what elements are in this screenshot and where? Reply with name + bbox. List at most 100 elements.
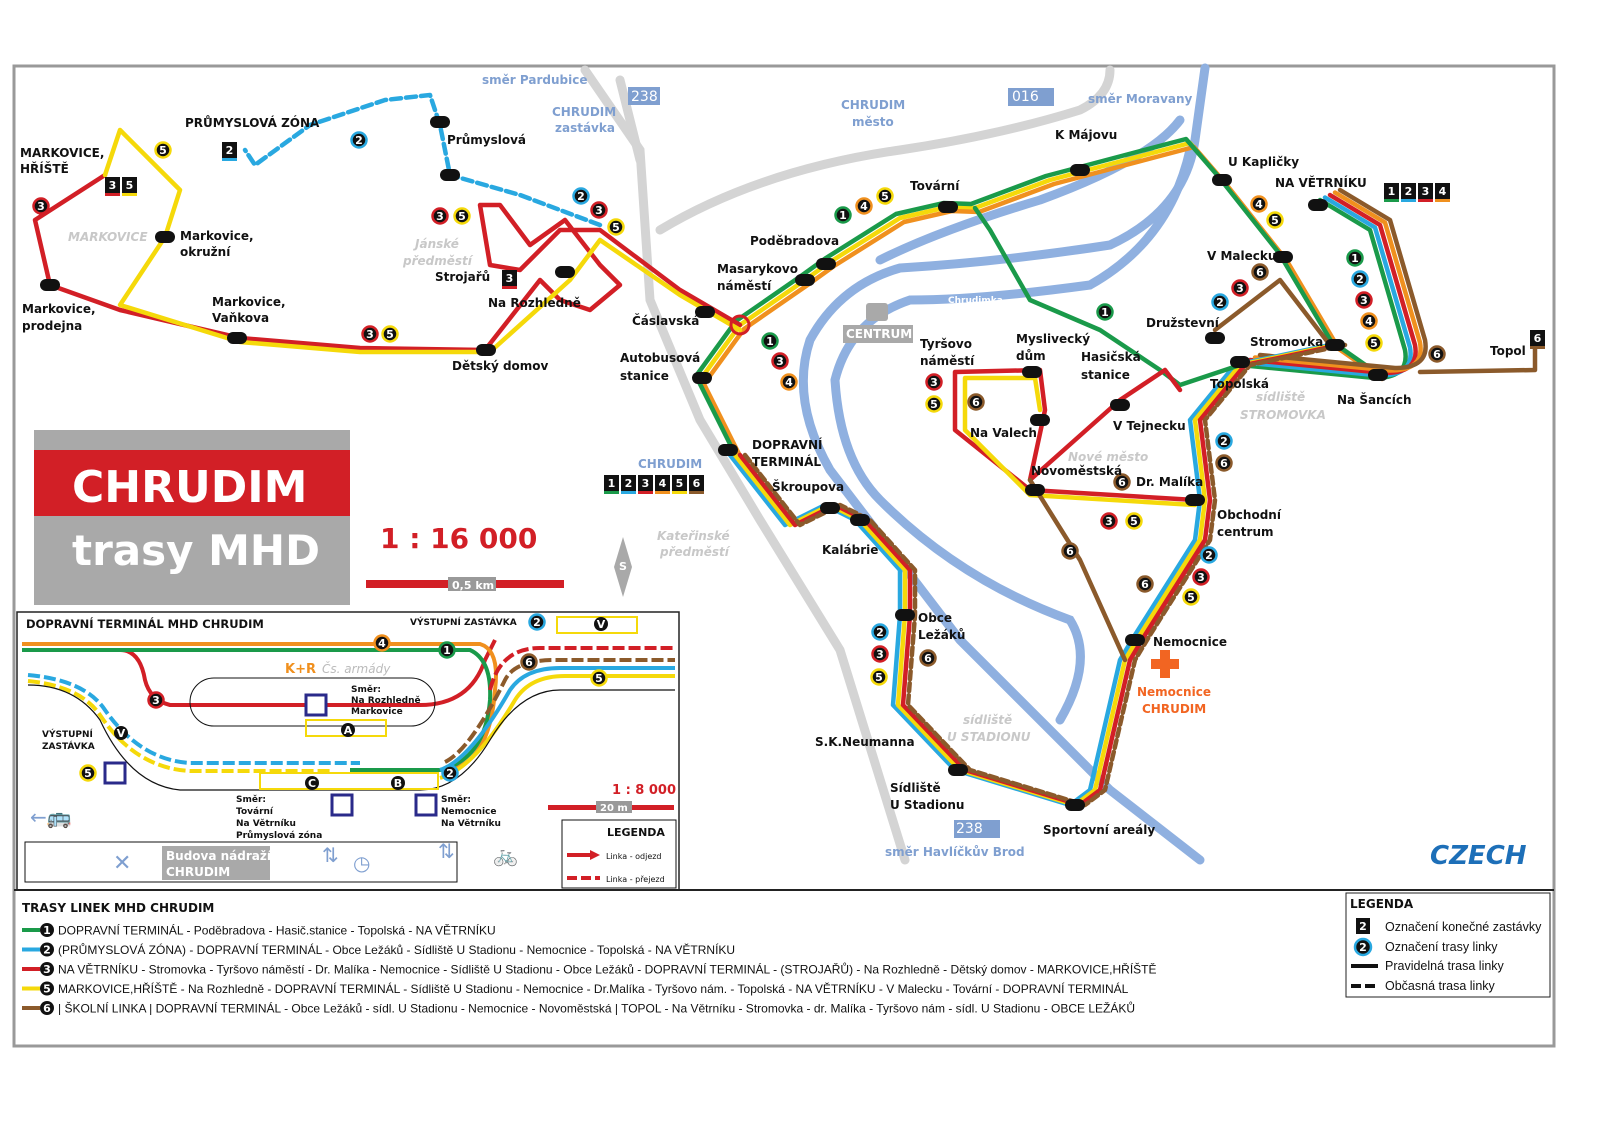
route-description: (PRŮMYSLOVÁ ZÓNA) - DOPRAVNÍ TERMINÁL - … — [58, 942, 735, 957]
map-label: DOPRAVNÍ — [752, 437, 823, 452]
route-badge-6 — [967, 393, 985, 411]
map-label: CHRUDIM — [552, 105, 616, 119]
svg-text:2: 2 — [43, 944, 51, 957]
route-badge-3 — [1231, 279, 1249, 297]
bus-stop-marker — [430, 116, 450, 128]
route-number-badge — [40, 923, 54, 937]
map-label: Myslivecký — [1016, 332, 1090, 346]
map-label: 238 — [631, 89, 658, 105]
bus-stop-marker — [1030, 414, 1050, 426]
svg-text:5: 5 — [126, 179, 134, 192]
bus-stop-marker — [718, 444, 738, 456]
svg-text:5: 5 — [676, 477, 684, 490]
map-label: MARKOVICE — [68, 230, 148, 244]
road-number-box — [1008, 88, 1054, 106]
route-badge-5 — [1125, 512, 1143, 530]
route-badge-4 — [1250, 195, 1268, 213]
bus-stop-marker — [1325, 339, 1345, 351]
title-red-band — [34, 450, 350, 516]
route-badge-2 — [528, 613, 546, 631]
map-label: Družstevní — [1146, 316, 1220, 330]
bus-stop-marker — [227, 332, 247, 344]
map-label: Kalábrie — [822, 543, 878, 557]
route-badge-number: 2 — [876, 626, 884, 639]
route-description: | ŠKOLNÍ LINKA | DOPRAVNÍ TERMINÁL - Obc… — [58, 1001, 1135, 1016]
route-badge-number: 6 — [1256, 266, 1264, 279]
svg-text:Tovární: Tovární — [236, 807, 274, 817]
route-badge-3 — [147, 691, 165, 709]
map-label: 016 — [1012, 89, 1039, 105]
map-label: K Májovu — [1055, 128, 1117, 142]
map-label: Tyršovo — [920, 337, 972, 351]
route-badge-number: 5 — [1271, 214, 1279, 227]
route-badge-number: 5 — [1130, 515, 1138, 528]
route-badge-number: 3 — [776, 355, 784, 368]
route-badge-number: 3 — [595, 204, 603, 217]
routes-title: TRASY LINEK MHD CHRUDIM — [22, 901, 214, 915]
legend: LEGENDA 2 Označení konečné zastávky 2 Oz… — [1345, 892, 1551, 998]
svg-text:ZASTÁVKA: ZASTÁVKA — [42, 740, 95, 752]
map-label: směr Pardubice — [482, 73, 587, 87]
route-badge-number: 3 — [1105, 515, 1113, 528]
route-badge-number: 3 — [1360, 294, 1368, 307]
route-badge-6 — [520, 653, 538, 671]
city-title: CHRUDIM — [72, 462, 307, 513]
route-badge-number: 6 — [924, 652, 932, 665]
svg-text:Budova nádraží: Budova nádraží — [166, 849, 272, 863]
svg-text:Směr:: Směr: — [236, 794, 266, 805]
map-label: zastávka — [555, 121, 615, 135]
route-badge-number: 2 — [577, 190, 585, 203]
route-line — [242, 92, 603, 228]
route-badge-3 — [361, 325, 379, 343]
route-line — [693, 136, 1377, 449]
terminus-box — [105, 177, 120, 193]
svg-text:3: 3 — [506, 272, 514, 285]
map-label: Obce — [918, 611, 952, 625]
map-label: Jánské — [413, 237, 459, 251]
map-label: Topolská — [1210, 377, 1269, 391]
route-badge-number: 3 — [37, 200, 45, 213]
map-label: stanice — [620, 369, 669, 383]
map-label: centrum — [1217, 525, 1274, 539]
route-badge-number: 6 — [972, 396, 980, 409]
route-badge-1 — [761, 332, 779, 350]
czech-logo: CZECH — [1430, 841, 1527, 871]
route-badge-4 — [1360, 312, 1378, 330]
route-badge-3 — [1192, 568, 1210, 586]
route-badge-1 — [1346, 249, 1364, 267]
route-badge-number: 1 — [1101, 306, 1109, 319]
terminus-box — [1401, 183, 1416, 199]
map-label: HŘÍŠTĚ — [20, 161, 69, 176]
route-badge-2 — [1200, 546, 1218, 564]
route-badge-number: 2 — [1216, 296, 1224, 309]
route-badge-2 — [871, 623, 889, 641]
route-line — [1257, 187, 1428, 371]
bus-stop-marker — [1230, 356, 1250, 368]
route-description: MARKOVICE,HŘÍŠTĚ - Na Rozhledně - DOPRAV… — [58, 981, 1129, 996]
route-badge-number: 5 — [875, 671, 883, 684]
map-label: Vaňkova — [212, 311, 269, 325]
map-label: Poděbradova — [750, 234, 839, 248]
route-badge-5 — [1266, 211, 1284, 229]
route-badge-3 — [1100, 512, 1118, 530]
route-badge-number: 1 — [766, 335, 774, 348]
map-label: V Malecku — [1207, 249, 1276, 263]
terminus-box — [672, 475, 687, 491]
map-label: Na Šancích — [1337, 392, 1411, 407]
route-badge-number: 6 — [525, 656, 533, 669]
route-badge-number: 3 — [1197, 571, 1205, 584]
map-label: Sportovní areály — [1043, 823, 1155, 837]
svg-text:Označení trasy linky: Označení trasy linky — [1385, 940, 1498, 954]
route-badge-6 — [1136, 575, 1154, 593]
bus-stop-marker — [1070, 164, 1090, 176]
map-label: náměstí — [920, 354, 975, 368]
bus-stop-marker — [938, 201, 958, 213]
hospital-cross-icon — [1151, 650, 1179, 678]
map-label: prodejna — [22, 319, 82, 333]
route-line — [1417, 342, 1538, 375]
scale-ratio: 1 : 16 000 — [380, 522, 537, 555]
route-badge-number: 3 — [436, 210, 444, 223]
map-label: Nové město — [1068, 450, 1148, 464]
bicycle-icon: 🚲 — [493, 843, 518, 867]
